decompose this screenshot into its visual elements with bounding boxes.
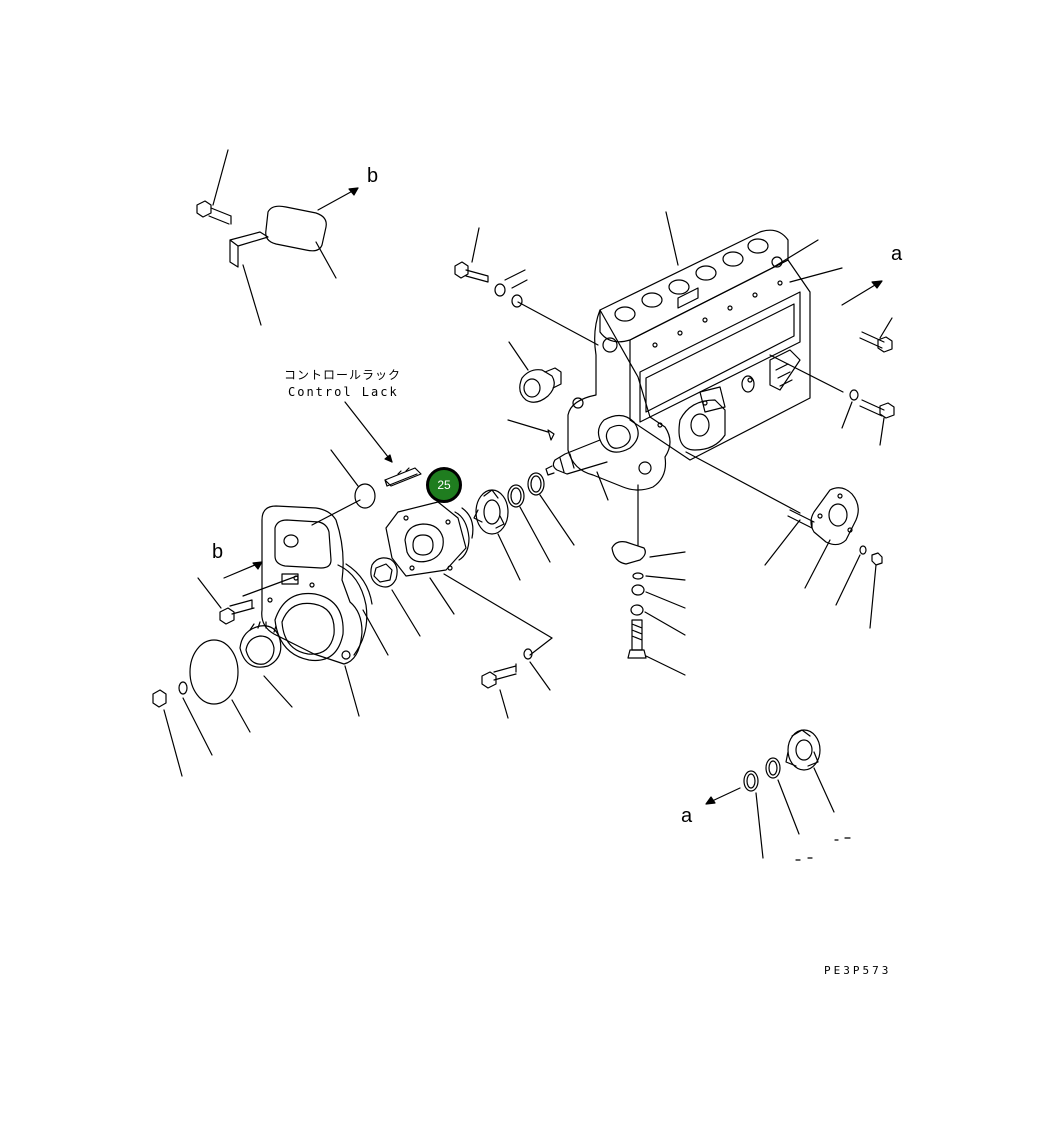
top-left-cover-group: [197, 150, 358, 325]
stud-flange-group: [765, 488, 882, 628]
coupling-stack: [331, 450, 574, 718]
right-fasteners: [842, 281, 894, 445]
control-rack-group: [345, 402, 421, 486]
reference-label-b-left: b: [212, 541, 224, 563]
upper-left-fasteners: [455, 228, 561, 440]
drawing-code: PE3P573: [824, 964, 892, 977]
reference-label-b-top: b: [367, 165, 379, 187]
reference-label-a-top: a: [891, 243, 903, 265]
part-callout-25[interactable]: 25: [426, 467, 462, 503]
control-rack-label-jp: コントロールラック: [284, 368, 402, 382]
lower-small-parts: [612, 485, 685, 675]
pump-housing: [518, 212, 843, 513]
reference-label-a-bottom: a: [681, 805, 693, 827]
detail-a-group: [706, 730, 850, 860]
governor-housing: [153, 500, 388, 776]
control-rack-label-en: Control Lack: [288, 385, 399, 399]
